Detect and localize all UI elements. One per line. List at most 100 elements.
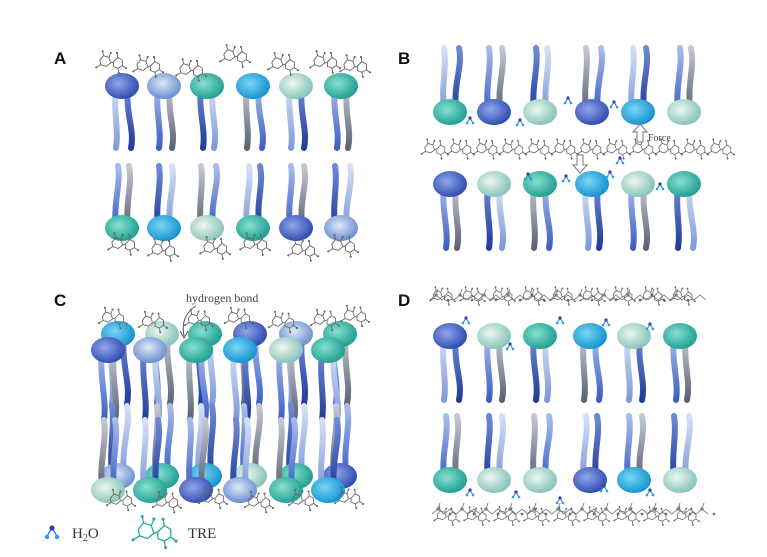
bond xyxy=(720,148,723,151)
atom xyxy=(678,506,681,508)
lipid-head xyxy=(523,467,557,493)
atom xyxy=(472,512,476,516)
atom xyxy=(213,237,216,241)
atom xyxy=(338,67,342,70)
atom xyxy=(618,506,621,508)
atom xyxy=(524,152,527,155)
atom xyxy=(523,519,526,522)
trehalose-molecule-icon xyxy=(339,304,371,328)
atom xyxy=(117,71,120,74)
atom xyxy=(331,71,334,74)
atom xyxy=(508,342,512,346)
lipid xyxy=(133,337,167,423)
lipid xyxy=(105,163,139,241)
atom xyxy=(243,308,246,311)
lipid xyxy=(575,45,609,125)
atom xyxy=(686,287,689,290)
bond xyxy=(437,502,441,510)
ring xyxy=(722,144,732,156)
atom xyxy=(361,502,365,505)
atom xyxy=(287,504,290,507)
bond xyxy=(472,295,475,298)
atom xyxy=(598,304,600,306)
atom xyxy=(604,300,606,303)
panel-label-b: B xyxy=(398,49,410,68)
atom xyxy=(651,493,655,497)
lipid-head xyxy=(279,215,313,241)
trehalose-layer xyxy=(429,288,707,302)
atom xyxy=(124,67,128,70)
atom xyxy=(151,506,154,509)
lipid xyxy=(667,171,701,251)
atom xyxy=(147,254,150,257)
atom xyxy=(468,116,472,120)
trehalose-molecule-icon xyxy=(602,138,631,160)
atom xyxy=(599,489,603,493)
bond xyxy=(596,515,599,518)
atom xyxy=(251,322,255,325)
atom xyxy=(694,300,696,303)
lipid xyxy=(279,163,313,241)
atom xyxy=(243,506,246,509)
atom xyxy=(95,66,98,69)
lipid-head xyxy=(190,73,224,99)
atom xyxy=(464,316,468,320)
atom xyxy=(439,140,441,142)
atom xyxy=(333,502,336,505)
bond xyxy=(238,317,242,320)
atom xyxy=(511,347,515,351)
trehalose-molecule-icon xyxy=(287,238,320,262)
lipid-head xyxy=(91,337,125,363)
atom xyxy=(548,520,550,523)
bond xyxy=(675,288,679,296)
lipid-head xyxy=(269,337,303,363)
water-molecule-icon xyxy=(465,488,475,497)
lipid-head xyxy=(433,171,467,197)
atom xyxy=(459,299,462,302)
atom xyxy=(468,506,471,508)
trehalose-molecule-icon xyxy=(175,58,208,82)
bond xyxy=(627,288,631,296)
bond xyxy=(538,148,541,151)
atom xyxy=(353,488,356,491)
bond xyxy=(682,295,685,298)
atom xyxy=(121,233,124,237)
atom xyxy=(289,331,292,334)
bond xyxy=(507,288,511,296)
bond xyxy=(442,295,445,298)
atom xyxy=(281,53,284,57)
atom xyxy=(574,300,576,303)
atom xyxy=(524,286,527,288)
atom xyxy=(223,322,226,325)
ring xyxy=(356,60,367,73)
atom xyxy=(578,520,580,523)
lipid xyxy=(523,413,557,493)
trehalose-molecule-icon xyxy=(105,488,137,512)
trehalose-molecule-icon xyxy=(472,138,501,160)
atom xyxy=(673,140,675,142)
lipid xyxy=(575,171,609,251)
lipid-head xyxy=(663,467,697,493)
atom xyxy=(101,50,104,53)
atom xyxy=(127,233,131,237)
atom xyxy=(271,506,275,509)
lipid-head xyxy=(667,171,701,197)
bond xyxy=(153,531,159,534)
lipid xyxy=(433,45,467,125)
atom xyxy=(239,248,242,251)
atom xyxy=(565,507,568,510)
lipid xyxy=(147,73,181,151)
atom xyxy=(621,140,623,142)
atom xyxy=(445,507,448,510)
atom xyxy=(136,249,140,252)
atom xyxy=(307,490,310,493)
lipid xyxy=(573,323,607,403)
atom xyxy=(315,308,318,311)
atom xyxy=(550,152,553,155)
atom xyxy=(446,287,449,290)
atom xyxy=(505,507,508,510)
atom xyxy=(567,179,571,183)
atom xyxy=(228,253,232,256)
trehalose-molecule-icon xyxy=(95,50,128,74)
water-molecule-icon xyxy=(601,318,611,327)
